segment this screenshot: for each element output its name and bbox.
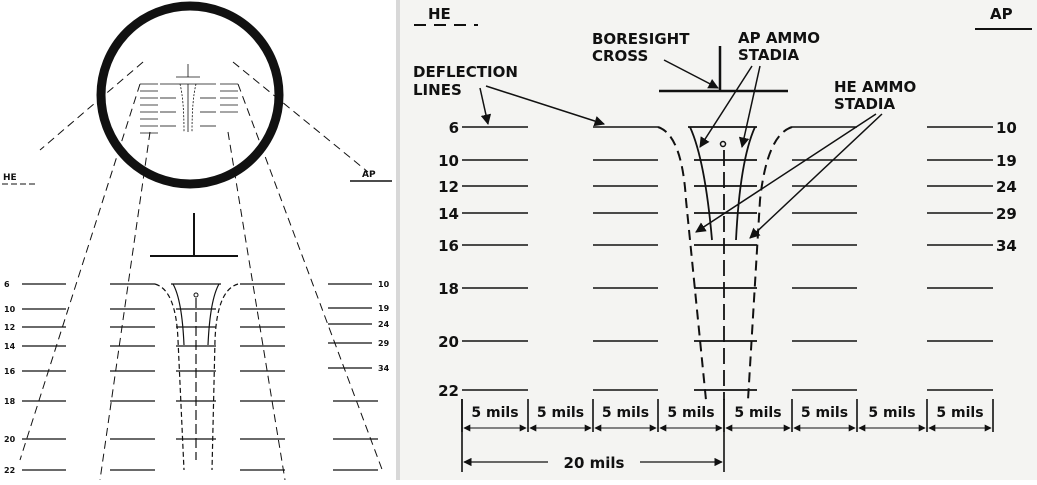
callout-boresight-line2: CROSS (592, 47, 648, 65)
left-he-range-16: 16 (4, 367, 16, 376)
mil-segment-label: 5 mils (868, 405, 915, 421)
mil-segment-label: 5 mils (801, 405, 848, 421)
right-he-range-6: 6 (449, 119, 459, 137)
arrow-to-he-stadia-right (749, 113, 883, 239)
right-boresight-cross (659, 46, 788, 93)
left-ap-stadia-left (172, 283, 185, 346)
left-he-range-20: 20 (4, 435, 16, 444)
right-ap-range-34: 34 (996, 237, 1017, 255)
left-ap-label: AP (362, 170, 376, 180)
right-he-stadia-right (747, 126, 793, 401)
right-he-stadia-left (657, 126, 707, 401)
left-he-range-22: 22 (4, 466, 15, 475)
right-ap-stadia-left (689, 126, 713, 241)
scope-mini-reticle (140, 62, 238, 134)
total-span-label-bg (548, 452, 640, 472)
left-ap-range-34: 34 (378, 364, 390, 373)
callout-deflection-line2: LINES (413, 81, 462, 99)
left-he-range-10: 10 (4, 305, 16, 314)
right-he-range-18: 18 (438, 280, 459, 298)
panel-divider (396, 0, 400, 480)
right-ap-stadia-right (735, 126, 756, 241)
scope-eyepiece-ring (96, 1, 284, 189)
right-ap-label: AP (990, 5, 1013, 23)
total-span-label: 20 mils (564, 454, 625, 472)
callout-ap-stadia-line2: STADIA (738, 46, 800, 64)
arrow-to-ap-stadia-left (699, 65, 753, 148)
right-he-label: HE (428, 5, 451, 23)
arrow-to-deflection-right (485, 85, 605, 127)
left-panel (2, 1, 392, 481)
callout-labels: BORESIGHT CROSS AP AMMO STADIA DEFLECTIO… (413, 29, 916, 113)
right-range-scale: 6 10 12 14 16 18 20 22 10 19 24 29 34 (438, 119, 1017, 400)
left-ap-range-10: 10 (378, 280, 390, 289)
left-he-stadia-right (211, 283, 239, 471)
left-he-range-18: 18 (4, 397, 16, 406)
left-ap-range-24: 24 (378, 320, 390, 329)
callout-deflection-line1: DEFLECTION (413, 63, 518, 81)
left-he-label: HE (3, 173, 17, 183)
right-he-range-16: 16 (438, 237, 459, 255)
right-ap-range-19: 19 (996, 152, 1017, 170)
right-ap-range-24: 24 (996, 178, 1017, 196)
mil-scale: 5 mils 5 mils 5 mils 5 mils 5 mils 5 mils 5 mi… (461, 399, 994, 472)
callout-boresight-line1: BORESIGHT (592, 30, 690, 48)
right-ap-range-10: 10 (996, 119, 1017, 137)
right-he-range-10: 10 (438, 152, 459, 170)
left-panel-background (0, 0, 398, 480)
left-he-range-14: 14 (4, 342, 16, 351)
arrow-to-deflection-left (479, 87, 492, 126)
mil-segment-label: 5 mils (667, 405, 714, 421)
right-ap-range-29: 29 (996, 205, 1017, 223)
left-ap-stadia-right (207, 283, 220, 346)
right-he-range-14: 14 (438, 205, 459, 223)
mil-segment-label: 5 mils (936, 405, 983, 421)
left-panel-labels: HE AP (3, 170, 376, 183)
callout-he-stadia-line2: STADIA (834, 95, 896, 113)
arrow-to-boresight (663, 59, 719, 89)
left-ap-range-19: 19 (378, 304, 390, 313)
left-ap-range-29: 29 (378, 339, 390, 348)
right-he-range-20: 20 (438, 333, 459, 351)
mil-segment-label: 5 mils (537, 405, 584, 421)
right-he-range-22: 22 (438, 382, 459, 400)
right-panel-headers: HE AP (414, 5, 1032, 30)
callout-he-stadia-line1: HE AMMO (834, 78, 916, 96)
left-aim-dot (193, 292, 199, 298)
projection-lines (19, 61, 384, 481)
left-range-scale: 6 10 12 14 16 18 20 22 10 19 24 29 34 (4, 280, 390, 475)
left-he-range-12: 12 (4, 323, 15, 332)
left-he-stadia-left (154, 283, 185, 471)
mil-segment-label: 5 mils (602, 405, 649, 421)
mil-segment-label: 5 mils (471, 405, 518, 421)
arrow-to-ap-stadia-right (738, 65, 761, 149)
callout-ap-stadia-line1: AP AMMO (738, 29, 820, 47)
right-reticle (657, 126, 793, 401)
mil-segment-label: 5 mils (734, 405, 781, 421)
left-reticle-enlarged (154, 283, 239, 471)
right-aim-dot (719, 140, 727, 148)
left-he-range-6: 6 (4, 280, 10, 289)
right-he-range-12: 12 (438, 178, 459, 196)
